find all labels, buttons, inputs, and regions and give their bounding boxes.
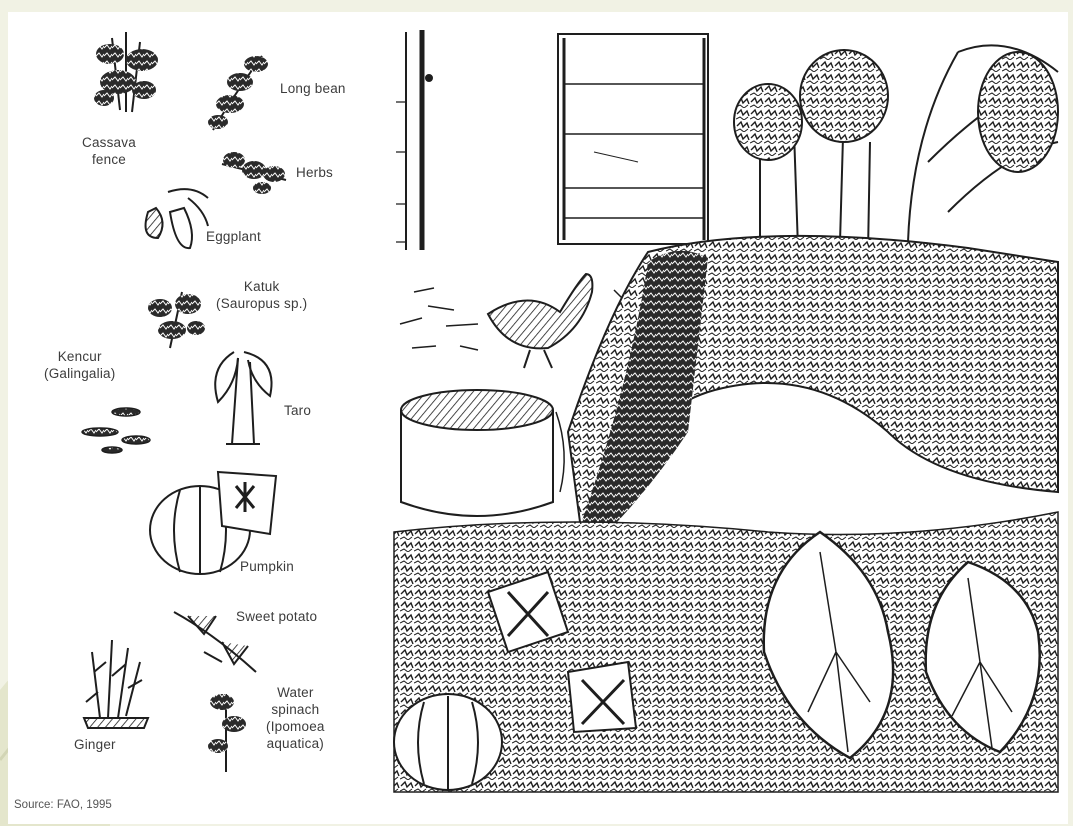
label-katuk-line1: Katuk xyxy=(216,278,307,295)
label-cassava-line2: fence xyxy=(82,151,136,168)
source-caption: Source: FAO, 1995 xyxy=(14,799,112,811)
label-eggplant: Eggplant xyxy=(206,228,261,245)
label-kencur: Kencur (Galingalia) xyxy=(44,348,115,382)
long-bean-icon xyxy=(208,56,268,130)
label-kencur-line1: Kencur xyxy=(44,348,115,365)
label-cassava-fence: Cassava fence xyxy=(82,134,136,168)
trees-drawing xyxy=(734,45,1058,252)
cassava-icon xyxy=(94,32,158,112)
chicken-drawing xyxy=(488,274,592,368)
eggplant-icon xyxy=(146,189,208,248)
garden-pumpkin-drawing xyxy=(394,694,502,790)
label-water-spinach: Water spinach (Ipomoea aquatica) xyxy=(266,684,325,752)
house-wall-drawing xyxy=(396,30,708,250)
label-pumpkin: Pumpkin xyxy=(240,558,294,575)
kencur-icon xyxy=(82,408,150,453)
label-sweet-potato: Sweet potato xyxy=(236,608,317,625)
ginger-icon xyxy=(84,640,148,728)
label-long-bean: Long bean xyxy=(280,80,346,97)
water-spinach-icon xyxy=(208,694,246,772)
label-cassava-line1: Cassava xyxy=(82,134,136,151)
label-taro: Taro xyxy=(284,402,311,419)
label-water-spinach-line3: (Ipomoea xyxy=(266,718,325,735)
label-ginger: Ginger xyxy=(74,736,116,753)
water-tank-drawing xyxy=(401,390,564,516)
label-water-spinach-line1: Water xyxy=(266,684,325,701)
garden-scene-drawing xyxy=(8,12,1068,824)
label-katuk-line2: (Sauropus sp.) xyxy=(216,295,307,312)
herbs-icon xyxy=(222,152,286,194)
garden-illustration: Cassava fence Long bean Herbs Eggplant K… xyxy=(8,12,1068,824)
label-water-spinach-line4: aquatica) xyxy=(266,735,325,752)
label-kencur-line2: (Galingalia) xyxy=(44,365,115,382)
taro-icon xyxy=(215,352,271,444)
katuk-icon xyxy=(148,292,205,348)
label-katuk: Katuk (Sauropus sp.) xyxy=(216,278,307,312)
label-herbs: Herbs xyxy=(296,164,333,181)
label-water-spinach-line2: spinach xyxy=(266,701,325,718)
